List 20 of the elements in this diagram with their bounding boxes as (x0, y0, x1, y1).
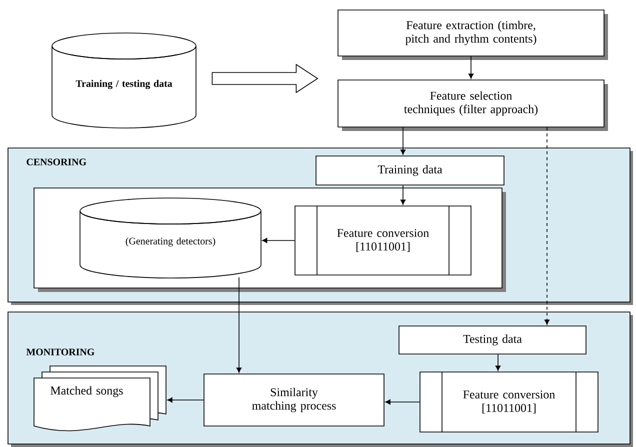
predefined-process-box: Feature conversion [11011001] (294, 206, 472, 276)
predefined-process-box: Feature conversion [11011001] (420, 372, 598, 432)
arrow (385, 399, 420, 405)
arrow (495, 354, 501, 371)
arrow (468, 56, 474, 79)
process-box: Training data (316, 156, 504, 186)
database-cylinder: Training / testing data (52, 32, 196, 128)
database-cylinder: (Generating detectors) (80, 198, 262, 278)
arrow (167, 397, 204, 403)
arrow (400, 127, 406, 155)
block-arrow (212, 64, 318, 94)
document-stack: Matched songs (34, 366, 166, 432)
arrow (262, 238, 295, 244)
process-box: Feature selection techniques (filter approach) (338, 80, 608, 131)
arrow (544, 127, 550, 325)
process-box: Feature extraction (timbre, pitch and rhythm contents) (338, 10, 608, 60)
arrow (236, 276, 242, 373)
process-box: Similarity matching process (204, 374, 384, 426)
process-box: Testing data (398, 326, 586, 354)
arrow (400, 185, 406, 205)
